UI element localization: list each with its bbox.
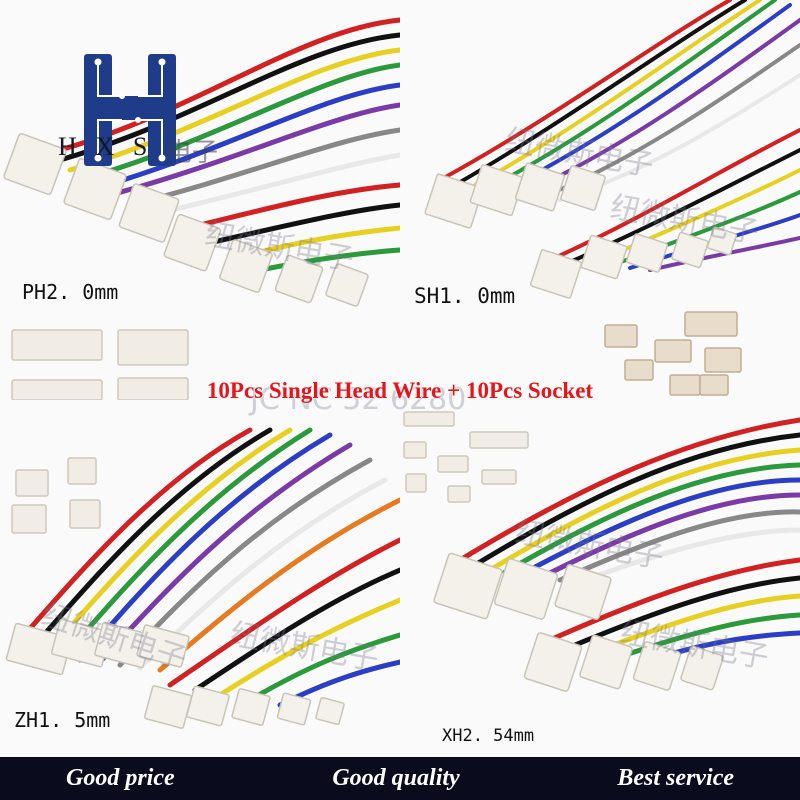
panel-sh10: SH1. 0mm <box>400 0 800 400</box>
zh15-wires-photo <box>5 427 400 729</box>
logo-text-cn: 电子 <box>165 138 218 167</box>
logo-letter-x: X <box>95 132 115 161</box>
logo-letter-h: H <box>58 132 77 161</box>
footer-bar: Good price Good quality Best service <box>0 757 800 800</box>
size-label-sh10: SH1. 0mm <box>414 284 516 308</box>
size-label-ph20: PH2. 0mm <box>22 280 119 304</box>
watermark-code: JC NC 52 6280 <box>250 382 467 417</box>
footer-good-price: Good price <box>66 765 175 791</box>
panel-zh15: ZH1. 5mm <box>0 400 400 800</box>
size-label-xh254: XH2. 54mm <box>442 726 535 746</box>
footer-good-quality: Good quality <box>332 765 460 791</box>
ph20-wires-photo <box>3 17 400 400</box>
logo-letter-s: S <box>132 132 148 161</box>
sh10-wires-photo <box>424 0 800 396</box>
footer-best-service: Best service <box>617 765 734 791</box>
hxs-logo <box>84 54 176 166</box>
size-label-zh15: ZH1. 5mm <box>14 708 111 732</box>
logo-letters: H X S 电子 <box>58 132 218 169</box>
panel-ph20: PH2. 0mm <box>0 0 400 400</box>
panel-xh254: XH2. 54mm <box>400 400 800 800</box>
xh254-wires-photo <box>403 411 800 692</box>
headline: 10Pcs Single Head Wire + 10Pcs Socket <box>206 378 594 403</box>
